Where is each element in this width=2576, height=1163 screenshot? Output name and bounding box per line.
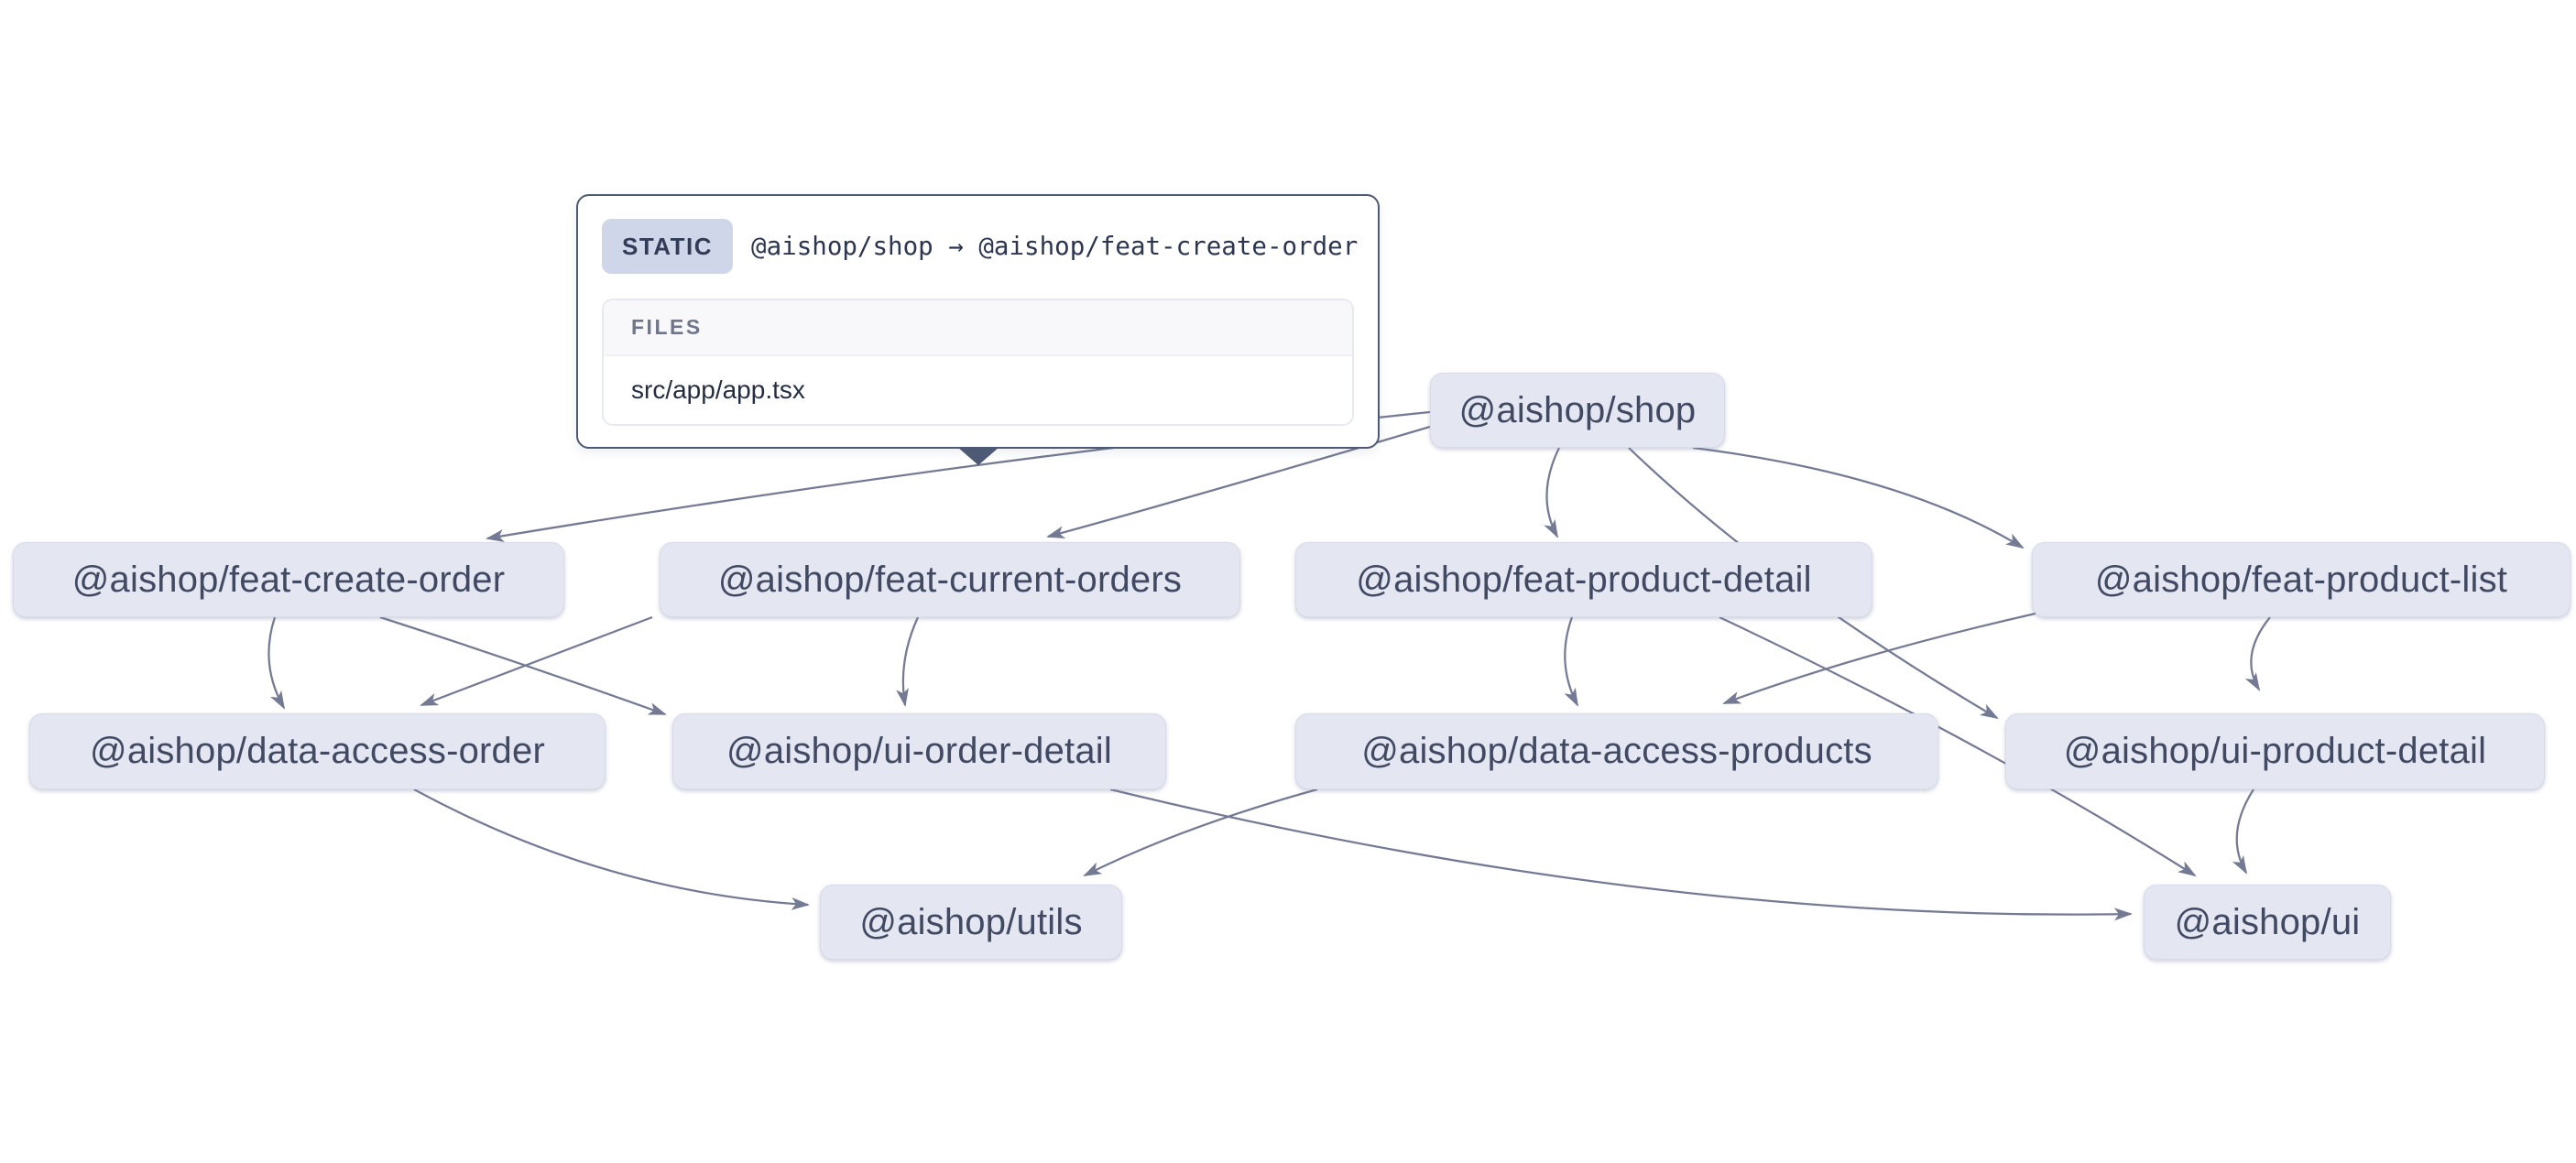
node-data-access-order[interactable]: @aishop/data-access-order xyxy=(29,713,606,789)
edge-feat-product-detail-to-data-access-products[interactable] xyxy=(1564,616,1578,707)
edge-data-access-order-to-utils[interactable] xyxy=(413,788,810,910)
edge-type-badge: STATIC xyxy=(602,219,734,274)
file-row: src/app/app.tsx xyxy=(604,356,1352,424)
edge-feat-product-list-to-data-access-products[interactable] xyxy=(1722,612,2036,705)
edge-feat-product-list-to-ui-product-detail[interactable] xyxy=(2244,616,2271,691)
edge-ui-product-detail-to-ui[interactable] xyxy=(2232,788,2254,875)
files-header: FILES xyxy=(604,300,1352,356)
node-ui-product-detail[interactable]: @aishop/ui-product-detail xyxy=(2005,713,2545,789)
edge-shop-to-feat-product-detail[interactable] xyxy=(1544,447,1561,538)
edge-label: @aishop/shop → @aishop/feat-create-order xyxy=(751,232,1359,261)
node-feat-product-list[interactable]: @aishop/feat-product-list xyxy=(2032,542,2571,617)
edge-feat-product-detail-to-ui[interactable] xyxy=(1719,615,2197,877)
node-feat-create-order[interactable]: @aishop/feat-create-order xyxy=(13,542,564,617)
node-ui[interactable]: @aishop/ui xyxy=(2144,885,2391,960)
files-card: FILES src/app/app.tsx xyxy=(602,299,1354,426)
node-data-access-products[interactable]: @aishop/data-access-products xyxy=(1295,713,1938,789)
edge-feat-create-order-to-ui-order-detail[interactable] xyxy=(379,615,667,716)
edge-data-access-products-to-utils[interactable] xyxy=(1083,788,1318,877)
edge-feat-create-order-to-data-access-order[interactable] xyxy=(267,616,285,710)
edge-tooltip: STATIC @aishop/shop → @aishop/feat-creat… xyxy=(576,194,1380,449)
node-feat-current-orders[interactable]: @aishop/feat-current-orders xyxy=(660,542,1240,617)
node-shop[interactable]: @aishop/shop xyxy=(1430,373,1725,448)
edge-shop-to-feat-product-list[interactable] xyxy=(1692,446,2025,549)
tooltip-header: STATIC @aishop/shop → @aishop/feat-creat… xyxy=(602,219,1358,274)
node-feat-product-detail[interactable]: @aishop/feat-product-detail xyxy=(1295,542,1872,617)
node-utils[interactable]: @aishop/utils xyxy=(820,885,1122,960)
edge-feat-current-orders-to-data-access-order[interactable] xyxy=(420,615,653,707)
node-ui-order-detail[interactable]: @aishop/ui-order-detail xyxy=(672,713,1166,789)
edge-ui-order-detail-to-ui[interactable] xyxy=(1109,788,2133,921)
edge-feat-current-orders-to-ui-order-detail[interactable] xyxy=(896,616,920,707)
